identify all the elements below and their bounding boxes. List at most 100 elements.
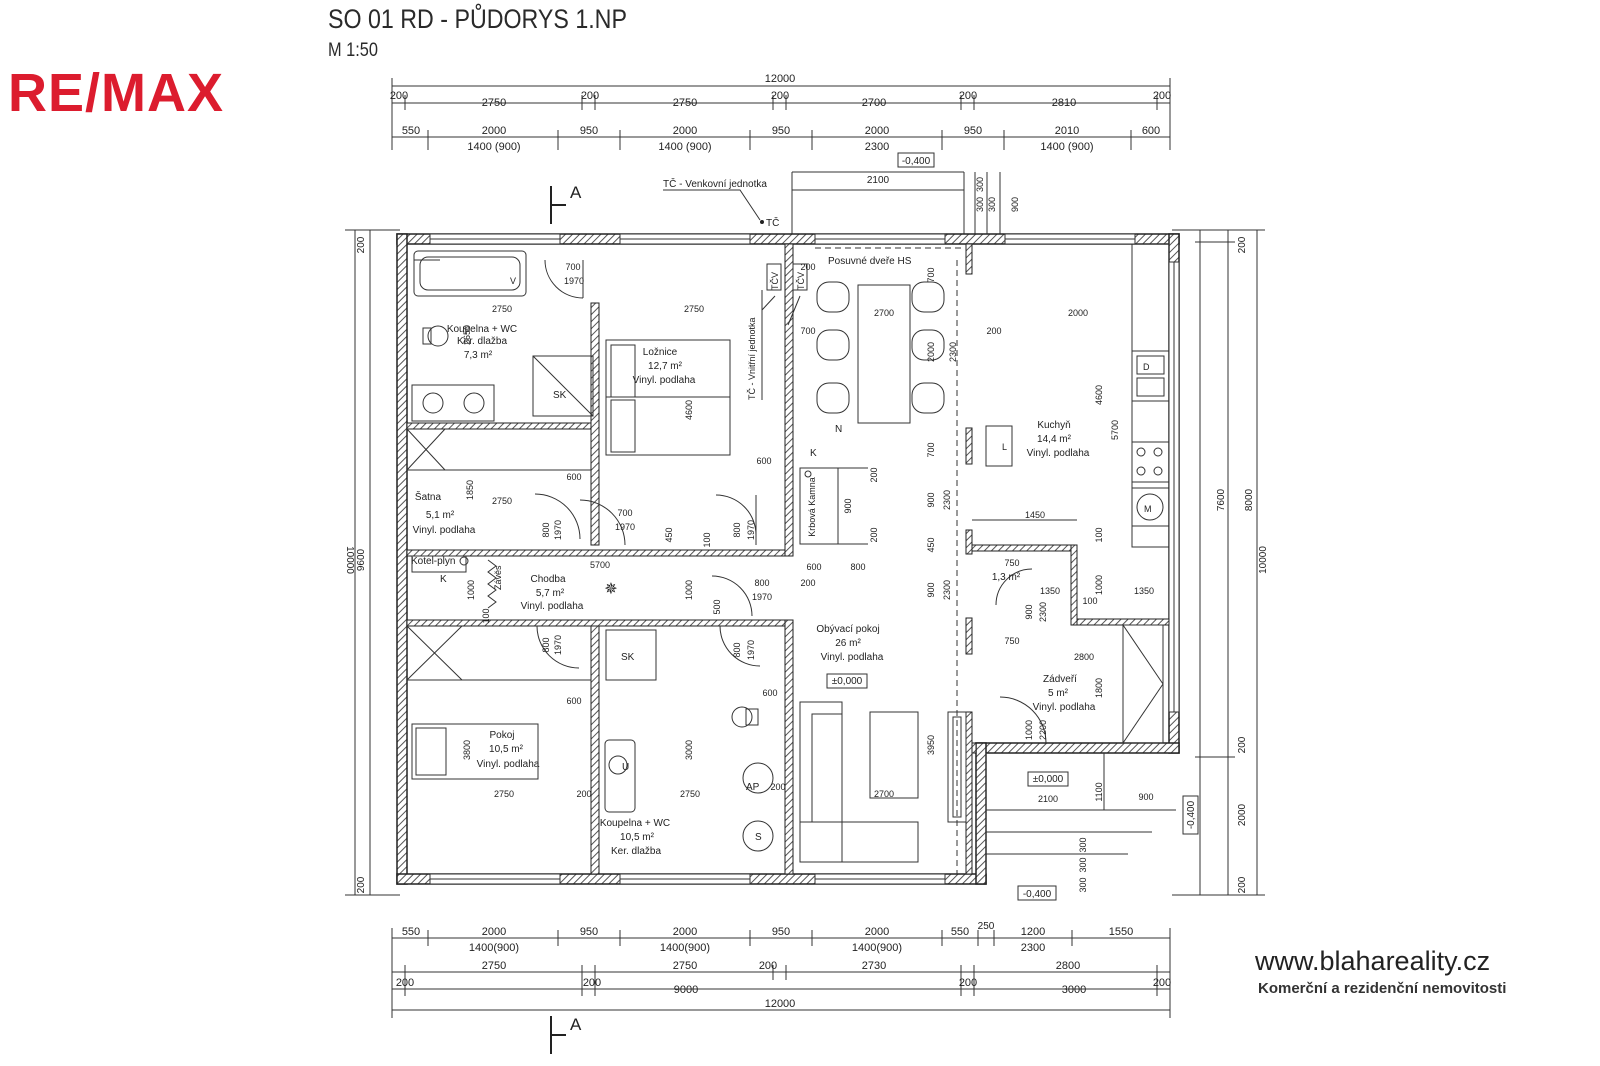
indoor-unit-label: TČ - Vnitřní jednotka [747,317,757,400]
room-floor: Vinyl. podlaha [413,525,476,536]
room-area: 7,3 m² [464,350,493,361]
dim-label: 2700 [862,97,886,109]
level-minus-bottom: -0,400 [1023,889,1052,900]
dim-label: 800 [754,578,769,588]
dim-label: 100 [481,608,491,623]
room-name: Chodba [530,574,565,585]
dim-label: 200 [390,90,408,102]
dim-label: 300 [1078,857,1088,872]
company-tagline: Komerční a rezidenční nemovitosti [1258,980,1507,997]
dim-label: 450 [926,537,936,552]
dim-label: 8000 [1244,488,1255,511]
dim-label: 1550 [1109,926,1133,938]
dim-label: 7600 [1216,488,1227,511]
room-area: 1,3 m² [992,572,1021,583]
dim-label: 1000 [1094,575,1104,595]
dim-label: 750 [1004,636,1019,646]
dim-label: 550 [951,926,969,938]
room-floor: Ker. dlažba [457,336,507,347]
tcv-label-2: TČV [796,272,806,290]
k-label-hall: K [440,574,447,585]
dim-label: 300 [987,197,997,212]
room-area: 10,5 m² [489,744,524,755]
dim-label: 2750 [492,304,512,314]
s-label: S [755,832,762,843]
side-dimensions [345,229,1265,896]
dim-label: 1350 [1040,586,1060,596]
room-floor: Vinyl. podlaha [521,601,584,612]
dim-label: 200 [581,90,599,102]
dim-label: 2300 [1021,942,1045,954]
level-zero-entry: ±0,000 [1033,774,1064,785]
dim-label: 1800 [1094,678,1104,698]
dim-label: 200 [396,977,414,989]
section-label-top: A [570,183,582,202]
dim-label: 900 [1138,792,1153,802]
room-labels: Koupelna + WC Ker. dlažba 7,3 m² Ložnice… [413,324,1096,857]
dim-label: 800 [541,522,551,537]
dim-label: 950 [772,926,790,938]
dim-label: 1970 [746,520,756,540]
website-link[interactable]: www.blahareality.cz [1255,946,1491,976]
washer-label: M [1144,504,1152,514]
hall-fixtures [411,555,761,669]
room-name: Koupelna + WC [600,818,670,829]
dim-label: 700 [617,508,632,518]
dim-label: 2300 [942,490,952,510]
dim-label: 2100 [1038,794,1058,804]
room-area: 26 m² [835,638,861,649]
room-name: Kuchyň [1037,420,1070,431]
dim-label: 100 [702,532,712,547]
dim-label: 1200 [1021,926,1045,938]
room-area: 14,4 m² [1037,434,1072,445]
sofa [799,701,967,863]
dim-label: 250 [978,921,995,932]
room-area: 5,7 m² [536,588,565,599]
dim-label: 1400 (900) [658,141,711,153]
terrace-top [791,171,1001,236]
ceiling-light-icon: ✵ [604,581,617,598]
dim-label: 1350 [1134,586,1154,596]
dim-label: 800 [850,562,865,572]
dim-label: 2650 [462,325,472,345]
dim-label: 2000 [1068,308,1088,318]
dim-label: 700 [926,442,936,457]
dim-label: 600 [566,696,581,706]
dim-label: 1450 [1025,510,1045,520]
dim-label: 600 [762,688,777,698]
interior-dimensions: 700 1970 2750 2650 2750 4600 600 1850 60… [462,262,1154,893]
dim-label: 1970 [746,640,756,660]
dim-label: 2750 [482,960,506,972]
dim-top-overall: 12000 [765,73,796,85]
dim-label: 2750 [673,97,697,109]
sliding-doors-label: Posuvné dveře HS [828,256,912,267]
terrace-step-dims: 300 300 300 900 [975,177,1020,212]
sliding-door [815,247,962,874]
window-lines [430,238,1175,880]
dim-label: 2750 [494,789,514,799]
dim-label: 1970 [564,276,584,286]
dim-label: 200 [1237,876,1248,893]
dim-label: 900 [843,498,853,513]
dim-label: 2800 [1074,652,1094,662]
dim-label: 1400 (900) [1040,141,1093,153]
dim-bottom-overall: 12000 [765,998,796,1010]
dim-label: 300 [1078,877,1088,892]
basin-label: U [622,762,629,773]
dim-label: 300 [1078,837,1088,852]
dim-label: 2000 [482,926,506,938]
dim-label: 2800 [1056,960,1080,972]
room-floor: Vinyl. podlaha [1033,702,1096,713]
room-name: Pokoj [489,730,514,741]
dim-label: 950 [580,926,598,938]
dim-label: 2200 [1038,720,1048,740]
dim-label: 10000 [1258,546,1269,574]
room-floor: Vinyl. podlaha [633,375,696,386]
interior-walls [406,243,1170,875]
room-floor: Vinyl. podlaha [821,652,884,663]
dim-label: 5700 [590,560,610,570]
dim-label: 700 [926,267,936,282]
room-bed [406,625,591,780]
level-zero-living: ±0,000 [832,676,863,687]
